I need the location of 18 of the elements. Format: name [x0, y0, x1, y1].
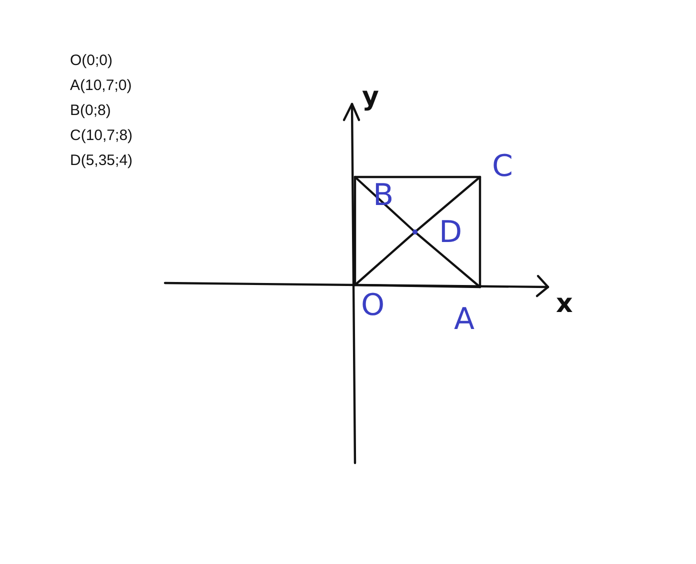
line-segment — [354, 230, 416, 286]
coordinate-text: A(10,7;0) — [70, 77, 132, 94]
point-label: A — [452, 287, 480, 339]
axis-label: y — [362, 84, 379, 110]
line-segment — [414, 230, 482, 288]
line-segment — [354, 176, 482, 178]
coordinate-text: O(0;0) — [70, 52, 113, 69]
line-segment — [478, 176, 482, 288]
point-label: O — [355, 285, 385, 321]
axis-label: x — [556, 291, 573, 317]
line-segment — [354, 284, 482, 288]
point-label: C — [480, 152, 514, 177]
coordinate-text: D(5,35;4) — [70, 152, 133, 169]
line-segment — [354, 176, 356, 286]
coordinate-text: B(0;8) — [70, 102, 111, 119]
point-label: D — [415, 216, 465, 250]
line-segment — [414, 176, 482, 234]
coordinate-text: C(10,7;8) — [70, 127, 133, 144]
